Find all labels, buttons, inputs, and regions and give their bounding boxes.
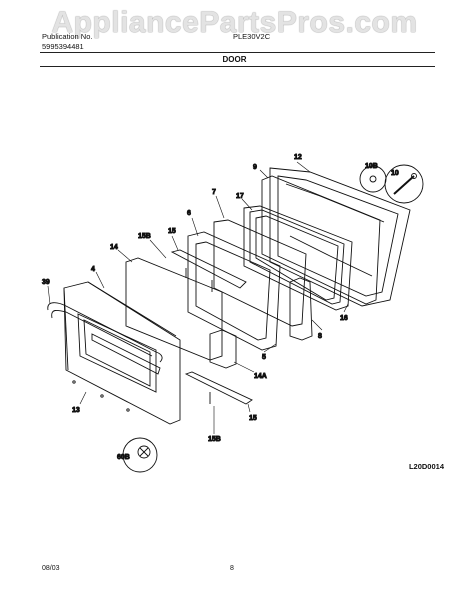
part-15-lower-rail <box>184 371 253 405</box>
callout-9: 9 <box>253 164 257 171</box>
callout-7: 7 <box>212 189 216 196</box>
part-6-glass-frame <box>187 231 281 351</box>
callout-15-lower: 15 <box>249 415 257 422</box>
callout-15b-upper: 15B <box>138 233 151 240</box>
part-9-bracket <box>261 175 381 305</box>
callout-5: 5 <box>262 354 266 361</box>
callout-16: 16 <box>340 315 348 322</box>
part-14a-plate <box>209 329 237 369</box>
part-8-insulation <box>289 277 313 341</box>
section-title: DOOR <box>222 55 247 64</box>
inset-60b-screw <box>122 437 158 473</box>
callout-60b: 60B <box>117 454 130 461</box>
callout-4: 4 <box>91 266 95 273</box>
model-number: PLE30V2C <box>233 32 271 41</box>
leader-lines <box>47 161 349 434</box>
callout-8: 8 <box>318 333 322 340</box>
callout-15-upper: 15 <box>168 228 176 235</box>
publication-label: Publication No. <box>42 32 93 41</box>
part-7-inner-glass <box>213 219 307 327</box>
part-13-lower-trim <box>72 380 130 412</box>
callout-10: 10 <box>391 170 399 177</box>
callout-15b-lower: 15B <box>208 436 221 443</box>
callout-17: 17 <box>236 193 244 200</box>
callout-13: 13 <box>72 407 80 414</box>
title-rule <box>40 66 435 67</box>
callout-10b: 10B <box>365 163 378 170</box>
part-14-glass-pane <box>125 257 223 361</box>
callout-6: 6 <box>187 210 191 217</box>
callout-14: 14 <box>110 244 118 251</box>
callout-14a: 14A <box>254 373 267 380</box>
footer-date: 08/03 <box>42 565 60 572</box>
watermark: AppliancePartsPros.com <box>51 6 418 39</box>
header-rule <box>40 52 435 53</box>
part-15-upper-rail <box>170 249 247 292</box>
callout-12: 12 <box>294 154 302 161</box>
callout-39: 39 <box>42 279 50 286</box>
part-4-outer-door <box>63 281 181 425</box>
footer-page: 8 <box>230 565 234 572</box>
diagram-code: L20D0014 <box>408 462 444 471</box>
inset-10-screw <box>384 164 424 204</box>
publication-number: 5995394481 <box>42 42 84 51</box>
part-17-window-pack <box>243 205 353 311</box>
